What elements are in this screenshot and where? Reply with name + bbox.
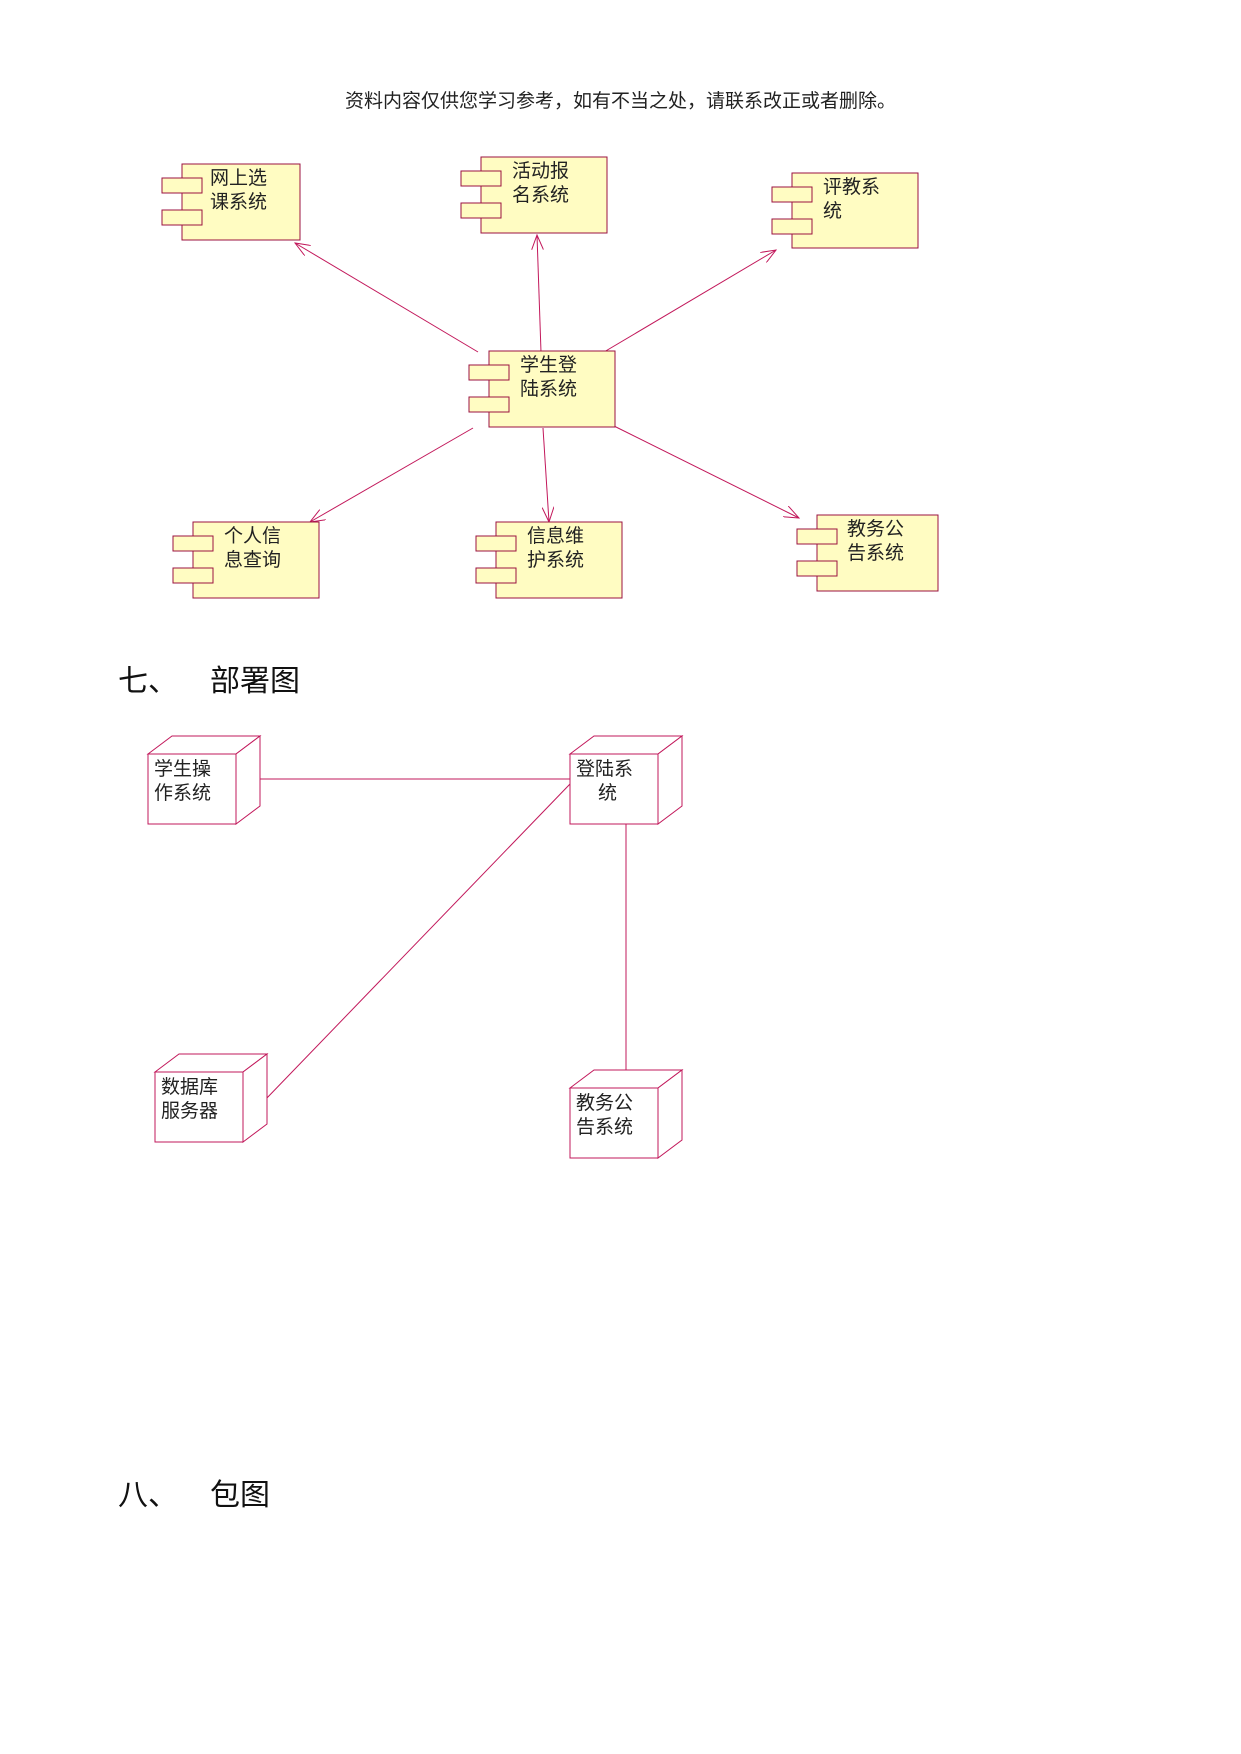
component-label: 名系统 [512, 184, 569, 206]
component-label: 陆系统 [520, 378, 577, 400]
dependency-arrow [310, 427, 474, 522]
component-dependencies [295, 235, 799, 522]
node-academic-notice: 教务公 告系统 [568, 1069, 684, 1159]
page-header: 资料内容仅供您学习参考，如有不当之处，请联系改正或者删除。 [344, 90, 896, 112]
component-label: 网上选 [210, 167, 267, 189]
component-label: 活动报 [512, 160, 569, 182]
node-label: 登陆系 [576, 758, 633, 780]
component-label: 教务公 [847, 518, 904, 540]
component-personal-info: 个人信 息查询 [172, 521, 320, 599]
node-label: 学生操 [154, 758, 211, 780]
section-number: 七、 [118, 664, 178, 699]
dependency-arrow [537, 235, 541, 353]
component-network-login: 网上选 课系统 [161, 163, 301, 241]
dependency-arrow [603, 250, 776, 353]
component-label: 息查询 [224, 549, 281, 571]
component-label: 信息维 [527, 525, 584, 547]
component-student-login: 学生登 陆系统 [468, 350, 616, 428]
component-label: 课系统 [210, 191, 267, 213]
section-7-heading: 七、部署图 [118, 656, 300, 700]
component-label: 护系统 [527, 549, 584, 571]
component-label: 学生登 [520, 354, 577, 376]
component-label: 统 [823, 200, 842, 222]
section-number: 八、 [118, 1478, 178, 1513]
component-label: 评教系 [823, 176, 880, 198]
deployment-links [245, 778, 627, 1101]
node-label: 作系统 [154, 782, 211, 804]
dependency-arrow [543, 427, 549, 522]
component-academic-notice: 教务公 告系统 [796, 514, 939, 592]
component-activity-signup: 活动报 名系统 [460, 156, 608, 234]
node-label: 告系统 [576, 1116, 633, 1138]
node-student-os: 学生操 作系统 [146, 735, 262, 825]
node-label: 统 [598, 782, 617, 804]
section-title: 包图 [210, 1478, 270, 1513]
node-login-system: 登陆系 统 [568, 735, 684, 825]
component-label: 个人信 [224, 525, 281, 547]
component-info-maintenance: 信息维 护系统 [475, 521, 623, 599]
component-teaching-evaluation: 评教系 统 [771, 172, 919, 249]
component-label: 告系统 [847, 542, 904, 564]
node-label: 服务器 [161, 1100, 218, 1122]
dependency-arrow [613, 425, 799, 518]
node-database-server: 数据库 服务器 [153, 1053, 269, 1143]
node-label: 教务公 [576, 1092, 633, 1114]
dependency-arrow [295, 243, 479, 353]
deployment-link [264, 783, 571, 1101]
node-label: 数据库 [161, 1076, 218, 1098]
section-8-heading: 八、包图 [118, 1470, 270, 1514]
section-title: 部署图 [210, 664, 300, 699]
